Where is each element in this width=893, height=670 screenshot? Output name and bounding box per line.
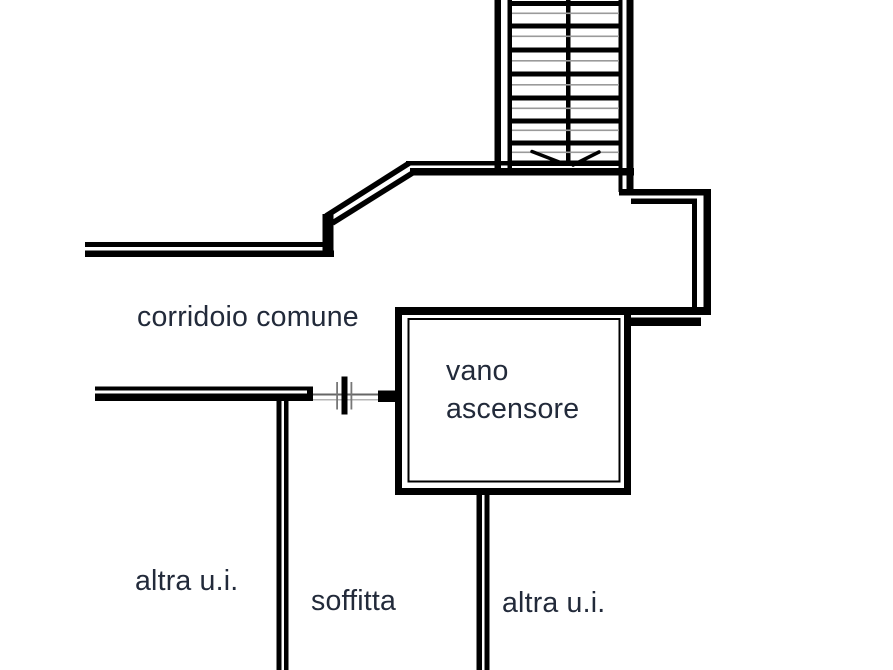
partition-left-line1: [276, 397, 282, 670]
partition-center-line2: [484, 491, 490, 670]
attic-label: soffitta: [311, 585, 397, 617]
door-tick-mark-icon: [341, 376, 348, 415]
corridor-right-wall: [395, 189, 711, 326]
elevator-label-line2: ascensore: [446, 392, 580, 425]
elevator-shaft-room: [395, 307, 631, 495]
door-tick-flank-right: [350, 382, 353, 410]
staircase: [494, 0, 634, 196]
wall-stub-east-of-elevator: [627, 317, 701, 326]
stair-left-wall-inner: [507, 0, 512, 168]
elevator-room-outer-wall: [395, 307, 631, 495]
upper-wall-diagonal-inner: [331, 169, 416, 226]
corridor-label: corridoio comune: [137, 301, 359, 333]
upper-wall-left-line1: [85, 242, 325, 247]
upper-wall-left-line2: [85, 250, 334, 257]
upper-wall-diagonal-outer: [324, 160, 411, 219]
upper-wall-right-line2: [410, 168, 634, 176]
upper-wall-jog: [322, 214, 334, 255]
partition-center-line1: [476, 491, 482, 670]
right-wall-top-inner: [631, 198, 697, 204]
upper-wall-right-line1: [406, 161, 512, 166]
partition-wall-center: [476, 491, 490, 670]
partition-wall-left: [276, 397, 289, 670]
door-tick-flank-left: [336, 382, 338, 410]
stair-right-wall-inner: [618, 0, 623, 192]
stair-landing-line: [512, 160, 619, 166]
stair-treads-thin: [512, 12, 619, 154]
lower-wall-line1: [95, 386, 308, 391]
lower-wall-line2: [95, 393, 313, 401]
corridor-lower-wall: [95, 386, 398, 402]
lower-wall-stub-at-room: [378, 390, 398, 402]
right-wall-side-inner: [692, 198, 697, 311]
stair-left-wall-outer: [494, 0, 501, 176]
unit-right-label: altra u.i.: [502, 587, 606, 619]
stair-right-wall-outer: [626, 0, 634, 196]
right-wall-side-outer: [703, 189, 711, 315]
unit-left-label: altra u.i.: [135, 565, 239, 597]
partition-left-line2: [284, 397, 289, 670]
stair-direction-arrow-icon: [530, 149, 601, 167]
door-symbol: [313, 376, 378, 415]
right-wall-top-outer: [619, 189, 711, 196]
elevator-room-inner-line: [407, 318, 621, 483]
elevator-label-line1: vano: [446, 355, 509, 387]
elevator-room-label: vano ascensore: [446, 353, 579, 428]
lower-wall-end-cap: [307, 386, 313, 401]
stair-treads-thick: [512, 1, 619, 146]
corridor-upper-wall: [85, 160, 634, 257]
stair-center-stringer: [566, 0, 571, 163]
